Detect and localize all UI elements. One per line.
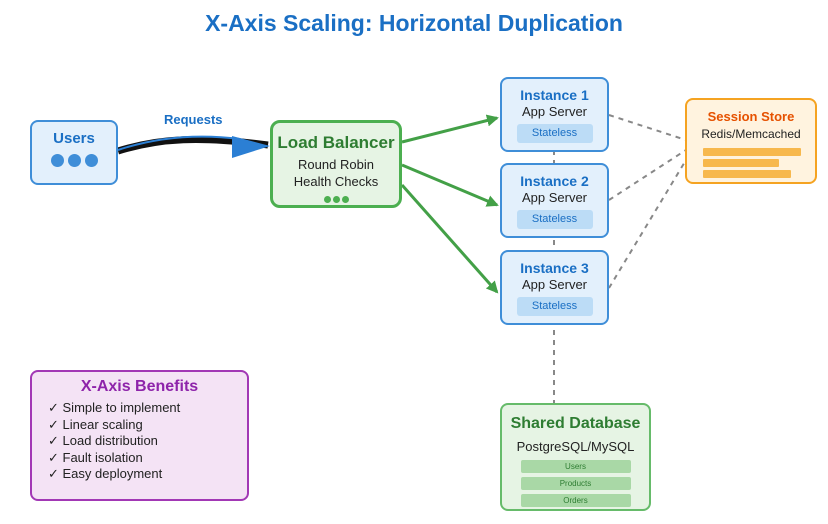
shared-database-node: Shared Database PostgreSQL/MySQL Users P… [500,403,651,511]
session-bar [703,159,779,167]
lb-dot [323,196,331,203]
instance-tag: Stateless [516,297,593,316]
benefit-item: ✓ Fault isolation [48,449,143,465]
lb-to-instance-3 [400,184,499,294]
instance-tag: Stateless [516,124,593,143]
database-table: Users [520,460,631,473]
load-balancer-line-1: Round Robin [298,157,374,172]
database-title: Shared Database [510,415,641,432]
page-title: X-Axis Scaling: Horizontal Duplication [205,10,623,36]
session-bar [703,170,791,178]
requests-label: Requests [164,112,223,127]
lb-dot [332,196,340,203]
instance-title: Instance 2 [520,173,589,189]
users-label: Users [53,130,95,147]
database-table: Products [520,477,631,490]
instance-title: Instance 1 [520,87,589,103]
instance-title: Instance 3 [520,260,589,276]
lb-to-instance-1 [401,114,499,144]
instance-1-node: Instance 1 App Server Stateless [500,77,609,152]
session-store-title: Session Store [707,109,795,124]
requests-arrow-edge [117,135,241,151]
load-balancer-line-2: Health Checks [293,174,379,189]
lb-dot [341,196,349,203]
instance-subtitle: App Server [521,190,588,205]
requests-arrow-head [232,136,270,158]
instance-subtitle: App Server [521,277,588,292]
database-subtitle: PostgreSQL/MySQL [516,439,635,454]
session-store-node: Session Store Redis/Memcached [685,98,817,184]
instance-subtitle: App Server [521,104,588,119]
database-table: Orders [520,494,631,507]
load-balancer-node: Load Balancer Round Robin Health Checks [270,120,402,208]
load-balancer-title: Load Balancer [277,133,395,152]
users-node: Users [30,120,118,185]
user-dot [50,154,64,167]
user-dot [84,154,98,167]
users-dots [32,154,116,172]
session-store-subtitle: Redis/Memcached [701,127,801,141]
benefits-panel: X-Axis Benefits ✓ Simple to implement ✓ … [30,370,249,501]
benefit-item: ✓ Easy deployment [48,466,163,481]
session-link-2 [608,149,687,201]
session-bar [703,148,801,156]
benefits-title: X-Axis Benefits [80,378,199,395]
benefits-list: ✓ Simple to implement ✓ Linear scaling ✓… [32,400,247,483]
load-balancer-dots [273,190,399,208]
instance-3-node: Instance 3 App Server Stateless [500,250,609,325]
benefit-item: ✓ Simple to implement [48,400,181,415]
lb-to-instance-2 [401,163,499,207]
session-link-1 [608,114,687,141]
instance-2-node: Instance 2 App Server Stateless [500,163,609,238]
instance-tag: Stateless [516,210,593,229]
session-link-3 [608,159,687,289]
benefit-item: ✓ Load distribution [48,433,158,448]
user-dot [67,154,81,167]
benefit-item: ✓ Linear scaling [48,416,143,432]
